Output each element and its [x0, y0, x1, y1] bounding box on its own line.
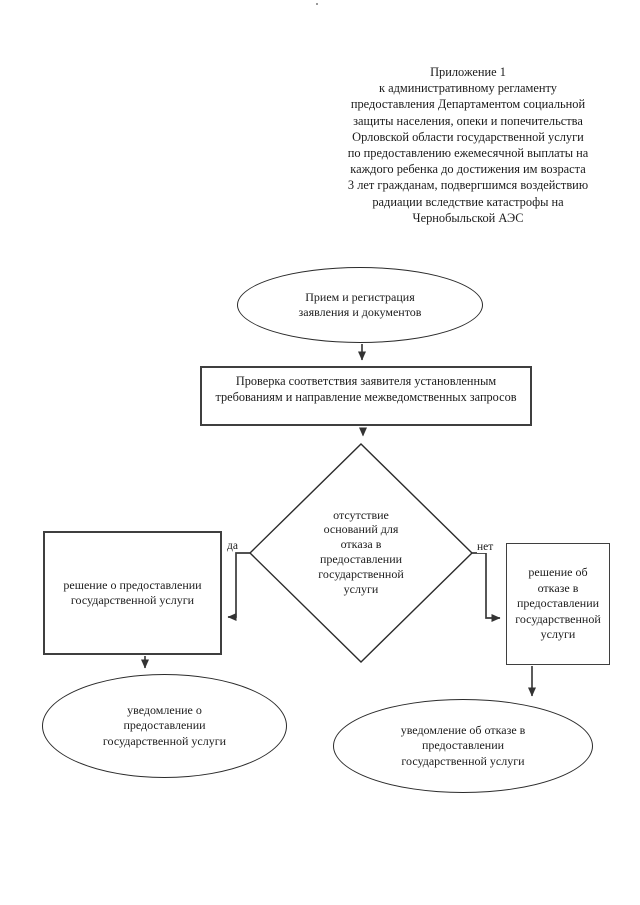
scan-artifact-dot: [316, 3, 318, 5]
branch-label-yes: да: [227, 540, 238, 552]
node-deny-rect: решение об отказе в предоставлении госуд…: [506, 543, 610, 665]
node-start-label: Прием и регистрация заявления и документ…: [298, 289, 422, 320]
node-check-label: Проверка соответствия заявителя установл…: [215, 374, 517, 404]
node-notify-approve-label: уведомление о предоставлении государстве…: [102, 702, 227, 748]
node-start-ellipse: Прием и регистрация заявления и документ…: [237, 267, 483, 343]
appendix-header: Приложение 1 к административному регламе…: [347, 65, 589, 225]
decision-diamond-shape: [249, 443, 473, 663]
node-notify-deny-ellipse: уведомление об отказе в предоставлении г…: [333, 699, 593, 793]
node-notify-deny-label: уведомление об отказе в предоставлении г…: [400, 722, 526, 768]
node-decision-label: отсутствие оснований для отказа в предос…: [318, 507, 404, 596]
node-check-rect: Проверка соответствия заявителя установл…: [200, 366, 532, 426]
node-approve-rect: решение о предоставлении государственной…: [43, 531, 222, 655]
branch-label-no: нет: [477, 541, 494, 553]
node-deny-label: решение об отказе в предоставлении госуд…: [515, 565, 601, 642]
node-notify-approve-ellipse: уведомление о предоставлении государстве…: [42, 674, 287, 778]
node-approve-label: решение о предоставлении государственной…: [63, 577, 202, 608]
connector-yes-branch: [227, 552, 250, 621]
connector-no-branch: [472, 552, 501, 622]
